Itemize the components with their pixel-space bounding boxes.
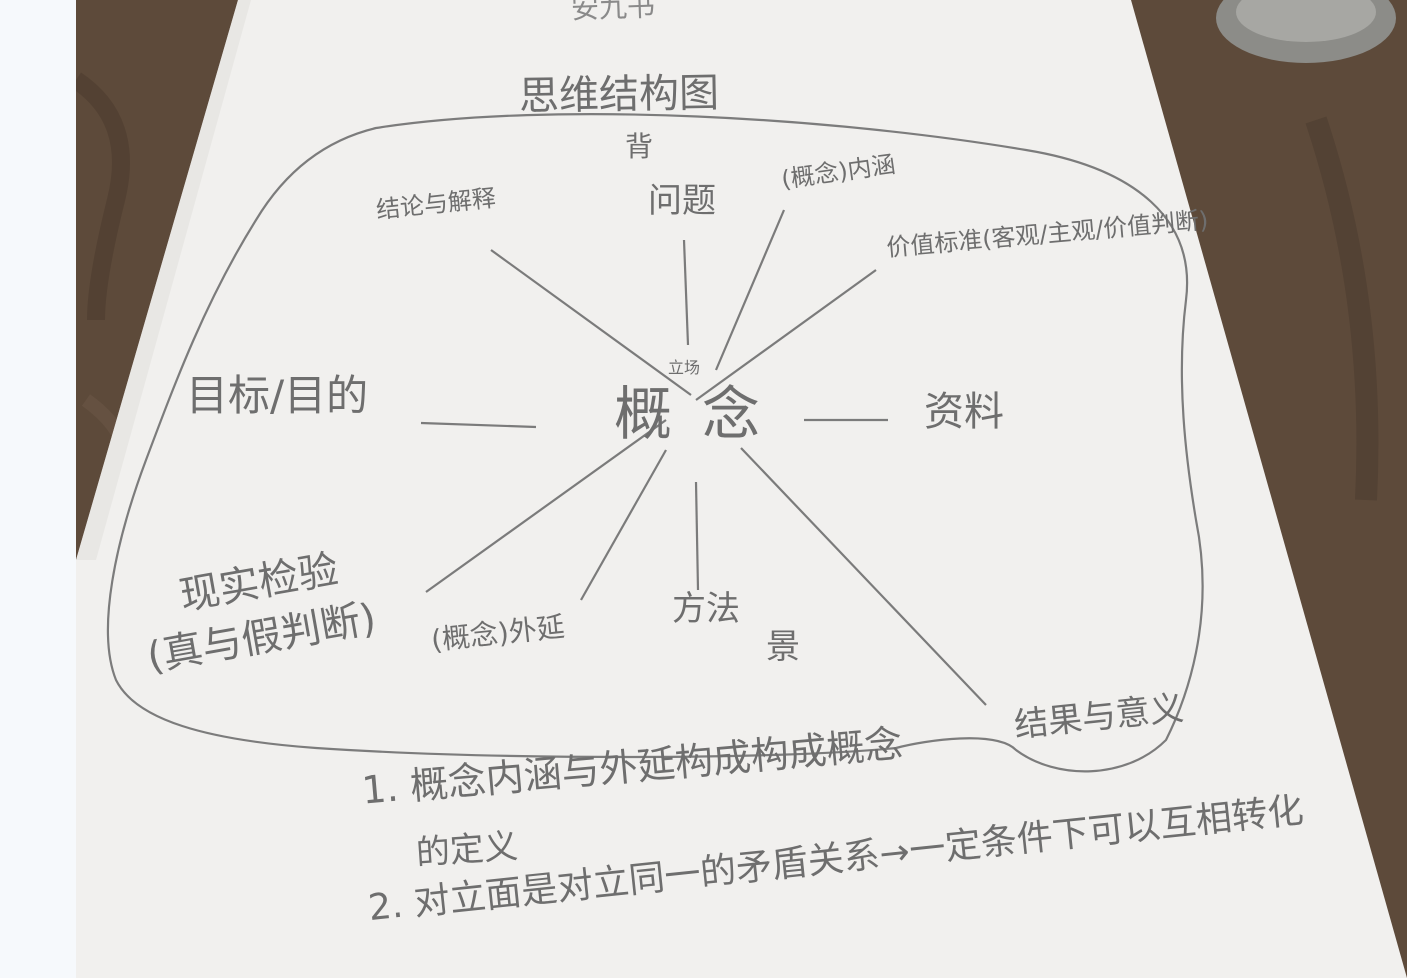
paper-sheet xyxy=(76,0,1407,978)
outline-bubble xyxy=(106,113,1204,773)
photo-scene xyxy=(76,0,1407,978)
note-1-line2: 的定义 xyxy=(414,826,520,874)
center-small: 立场 xyxy=(668,358,701,377)
bottom-tag: 景 xyxy=(766,627,800,667)
branch-method: 方法 xyxy=(672,589,740,629)
center-concept: 概念 xyxy=(614,380,791,448)
branch-lines xyxy=(420,209,987,706)
branch-goal: 目标/目的 xyxy=(186,371,369,420)
photo: 安九书 思维结构图 背 结论与解释 问题 (概念)内涵 价值标准(客观/主观/价… xyxy=(76,0,1407,978)
branch-question: 问题 xyxy=(648,181,716,221)
branch-material: 资料 xyxy=(924,389,1004,435)
diagram-title: 思维结构图 xyxy=(518,70,720,120)
paper-header: 安九书 xyxy=(570,0,656,26)
top-tag: 背 xyxy=(625,130,654,163)
